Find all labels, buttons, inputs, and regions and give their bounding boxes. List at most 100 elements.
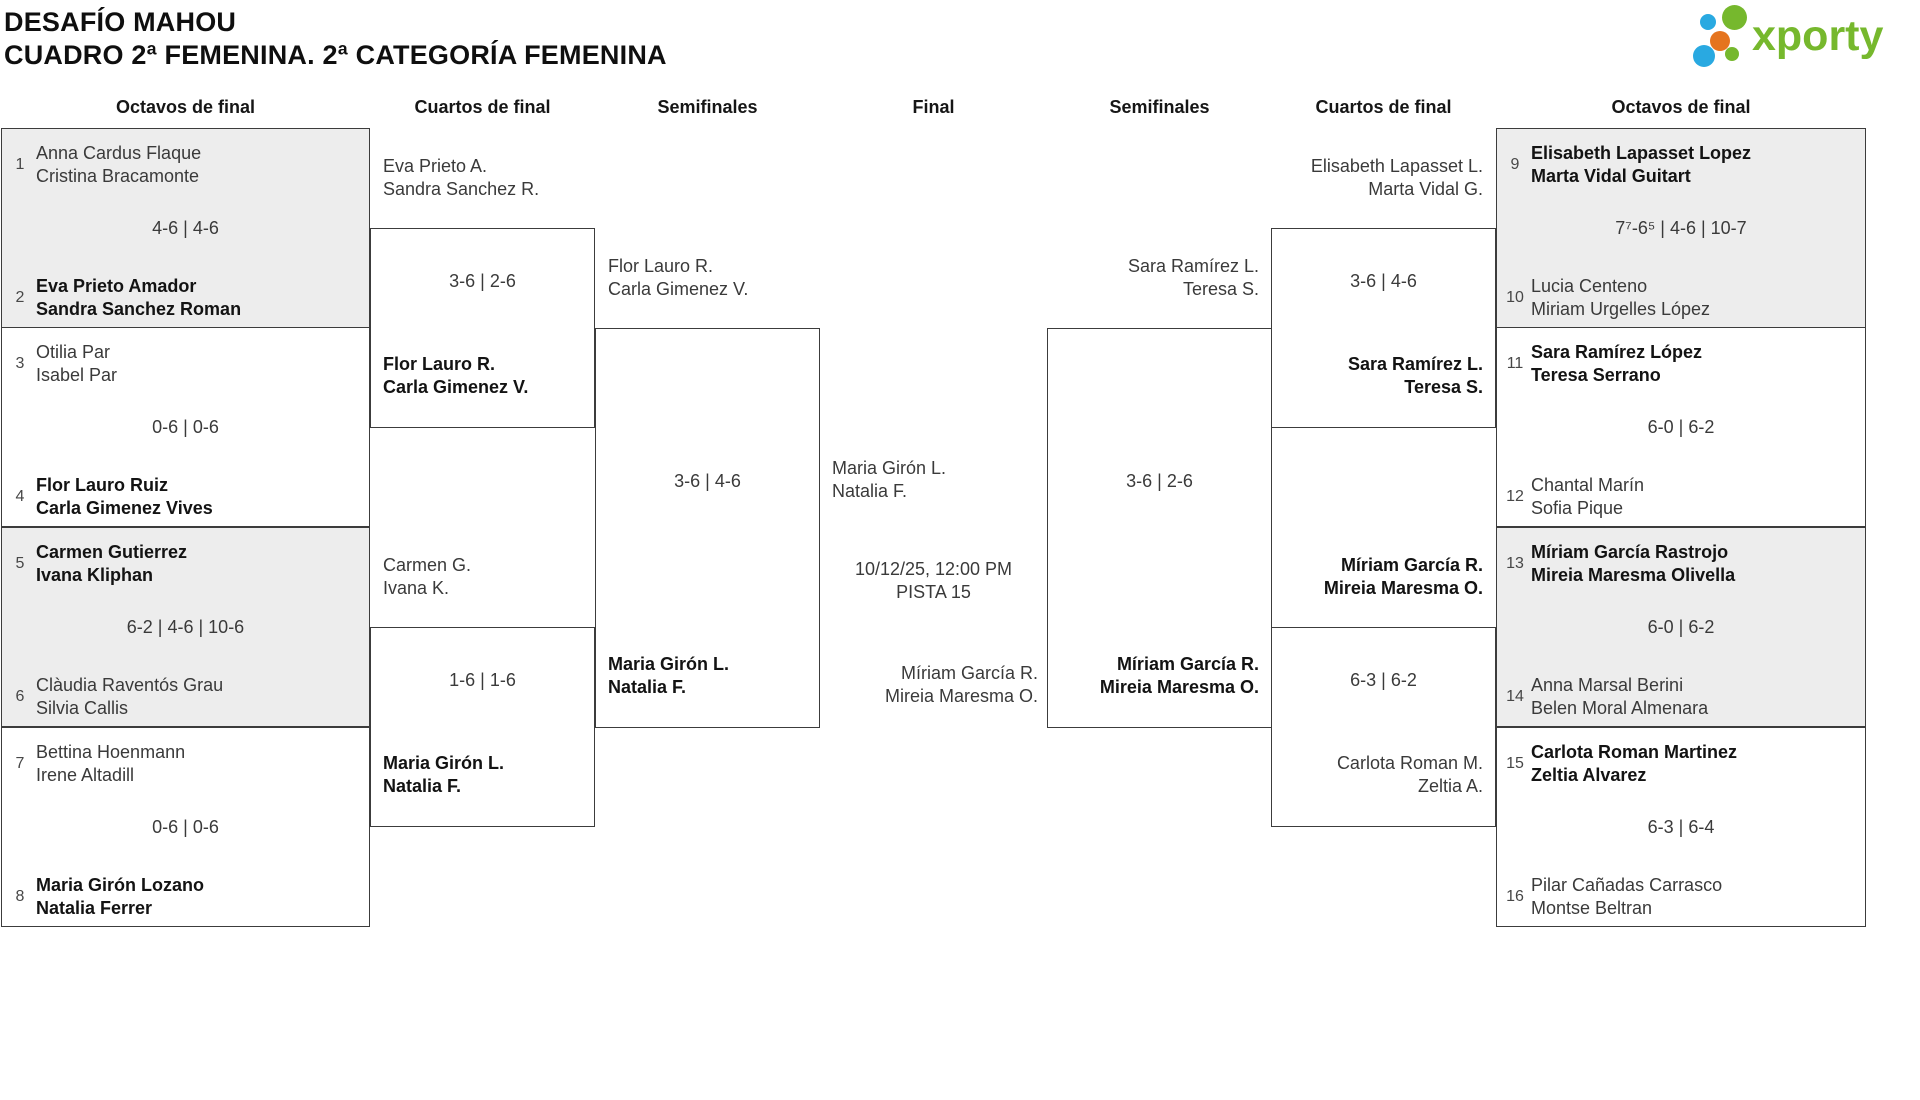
team-names: Carmen Gutierrez Ivana Kliphan <box>36 541 363 587</box>
match-score: 6-0 | 6-2 <box>1647 417 1715 437</box>
final-court: PISTA 15 <box>896 582 971 602</box>
match-score: 6-2 | 4-6 | 10-6 <box>126 617 245 637</box>
player-name: Irene Altadill <box>36 765 135 785</box>
player-name: Silvia Callis <box>36 698 129 718</box>
player-name: Míriam García Rastrojo <box>1531 542 1729 562</box>
player-name: Carla Gimenez V. <box>608 279 749 299</box>
player-name: Mireia Maresma O. <box>1323 578 1483 598</box>
player-name: Ivana K. <box>383 578 450 598</box>
player-name: Ivana Kliphan <box>36 565 154 585</box>
round-header-cuartos-right: Cuartos de final <box>1315 97 1452 117</box>
player-name: Sara Ramírez L. <box>1347 354 1483 374</box>
round-header-octavos-left: Octavos de final <box>115 97 256 117</box>
match-score: 6-3 | 6-2 <box>1350 670 1417 690</box>
player-name: Sara Ramírez L. <box>1127 256 1259 276</box>
match-box-qf-right-1: Elisabeth Lapasset L. Marta Vidal G. 3-6… <box>1271 156 1496 428</box>
team-names: Carlota Roman M. Zeltia A. <box>1337 752 1483 798</box>
team-names: Lucia Centeno Miriam Urgelles López <box>1531 275 1859 321</box>
player-name: Anna Marsal Berini <box>1531 675 1684 695</box>
match-box-sf-right: Sara Ramírez L. Teresa S. 3-6 | 2-6 Míri… <box>1047 256 1272 728</box>
player-name: Natalia Ferrer <box>36 898 153 918</box>
match-box-r16-5: 9 Elisabeth Lapasset Lopez Marta Vidal G… <box>1496 128 1866 328</box>
player-name: Maria Girón Lozano <box>36 875 205 895</box>
match-score: 3-6 | 2-6 <box>1126 471 1193 491</box>
player-name: Natalia F. <box>832 481 908 501</box>
round-header-final: Final <box>912 97 955 117</box>
player-name: Maria Girón L. <box>832 458 947 478</box>
final-team-left: Maria Girón L. Natalia F. <box>832 457 946 503</box>
round-header-octavos-right: Octavos de final <box>1611 97 1751 117</box>
player-name: Isabel Par <box>36 365 118 385</box>
team-names: Elisabeth Lapasset L. Marta Vidal G. <box>1311 155 1483 201</box>
match-box-r16-7: 13 Míriam García Rastrojo Mireia Maresma… <box>1496 527 1866 727</box>
player-name: Montse Beltran <box>1531 898 1653 918</box>
seed-number: 2 <box>15 289 25 306</box>
player-name: Sandra Sanchez Roman <box>36 299 242 319</box>
player-name: Elisabeth Lapasset L. <box>1310 156 1483 176</box>
player-name: Marta Vidal G. <box>1368 179 1483 199</box>
match-score: 3-6 | 4-6 <box>674 471 741 491</box>
player-name: Eva Prieto A. <box>383 156 488 176</box>
player-name: Lucia Centeno <box>1531 276 1648 296</box>
player-name: Maria Girón L. <box>383 753 505 773</box>
seed-number: 3 <box>15 355 25 372</box>
player-name: Teresa S. <box>1182 279 1259 299</box>
player-name: Carmen Gutierrez <box>36 542 188 562</box>
player-name: Mireia Maresma O. <box>1099 677 1259 697</box>
team-names: Chantal Marín Sofia Pique <box>1531 474 1859 520</box>
player-name: Maria Girón L. <box>608 654 730 674</box>
player-name: Otilia Par <box>36 342 111 362</box>
player-name: Natalia F. <box>608 677 687 697</box>
seed-number: 15 <box>1506 755 1524 772</box>
round-header-cuartos-left: Cuartos de final <box>414 97 551 117</box>
player-name: Sofia Pique <box>1531 498 1624 518</box>
match-score: 3-6 | 4-6 <box>1350 271 1417 291</box>
player-name: Natalia F. <box>383 776 462 796</box>
seed-number: 10 <box>1506 289 1524 306</box>
team-names: Míriam García Rastrojo Mireia Maresma Ol… <box>1531 541 1859 587</box>
team-names: Míriam García R. Mireia Maresma O. <box>1100 653 1259 699</box>
match-box-qf-left-1: Eva Prieto A. Sandra Sanchez R. 3-6 | 2-… <box>370 156 595 428</box>
player-name: Flor Lauro Ruiz <box>36 475 168 495</box>
player-name: Chantal Marín <box>1531 475 1645 495</box>
player-name: Mireia Maresma O. <box>884 686 1038 706</box>
player-name: Flor Lauro R. <box>608 256 714 276</box>
team-names: Pilar Cañadas Carrasco Montse Beltran <box>1531 874 1859 920</box>
player-name: Zeltia A. <box>1417 776 1483 796</box>
match-box-r16-8: 15 Carlota Roman Martinez Zeltia Alvarez… <box>1496 727 1866 927</box>
player-name: Eva Prieto Amador <box>36 276 197 296</box>
match-score: 3-6 | 2-6 <box>449 271 516 291</box>
player-name: Sandra Sanchez R. <box>383 179 540 199</box>
player-name: Miriam Urgelles López <box>1531 299 1711 319</box>
team-names: Anna Marsal Berini Belen Moral Almenara <box>1531 674 1859 720</box>
tournament-name: DESAFÍO MAHOU <box>4 7 237 37</box>
player-name: Míriam García R. <box>900 663 1038 683</box>
match-box-r16-6: 11 Sara Ramírez López Teresa Serrano 6-0… <box>1496 327 1866 527</box>
logo-dot-blue-large-icon <box>1693 45 1715 67</box>
seed-number: 9 <box>1510 156 1520 173</box>
player-name: Pilar Cañadas Carrasco <box>1531 875 1723 895</box>
seed-number: 13 <box>1506 555 1524 572</box>
round-header-semis-left: Semifinales <box>657 97 758 117</box>
player-name: Anna Cardus Flaque <box>36 143 202 163</box>
player-name: Carlota Roman M. <box>1336 753 1483 773</box>
team-names: Carmen G. Ivana K. <box>383 554 471 600</box>
player-name: Carla Gimenez Vives <box>36 498 213 518</box>
match-box-r16-3: 5 Carmen Gutierrez Ivana Kliphan 6-2 | 4… <box>1 527 370 727</box>
player-name: Bettina Hoenmann <box>36 742 186 762</box>
team-names: Elisabeth Lapasset Lopez Marta Vidal Gui… <box>1531 142 1859 188</box>
player-name: Belen Moral Almenara <box>1531 698 1709 718</box>
player-name: Carmen G. <box>383 555 472 575</box>
round-header-semis-right: Semifinales <box>1109 97 1210 117</box>
page-title: DESAFÍO MAHOU CUADRO 2ª FEMENINA. 2ª CAT… <box>4 6 667 72</box>
match-box-qf-left-2: Carmen G. Ivana K. 1-6 | 1-6 Maria Girón… <box>370 555 595 827</box>
team-names: Míriam García R. Mireia Maresma O. <box>1324 554 1483 600</box>
team-names: Flor Lauro Ruiz Carla Gimenez Vives <box>36 474 363 520</box>
seed-number: 16 <box>1506 888 1524 905</box>
logo-wordmark: xporty <box>1752 12 1884 60</box>
player-name: Clàudia Raventós Grau <box>36 675 224 695</box>
player-name: Carlota Roman Martinez <box>1531 742 1738 762</box>
match-score: 0-6 | 0-6 <box>152 417 219 437</box>
xporty-logo: xporty <box>1690 0 1918 74</box>
player-name: Cristina Bracamonte <box>36 166 200 186</box>
